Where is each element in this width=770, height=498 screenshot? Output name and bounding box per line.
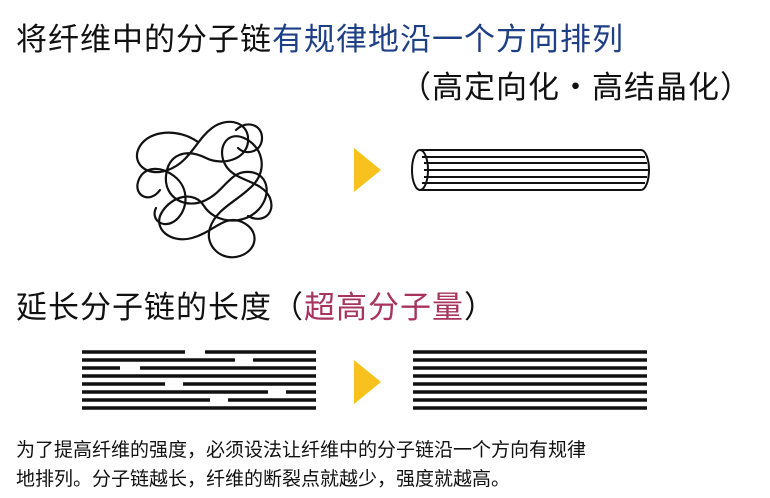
heading-orientation-highlight: 有规律地沿一个方向排列 bbox=[272, 22, 624, 58]
long-chains-icon bbox=[413, 350, 647, 410]
heading-chain-length-close: ） bbox=[464, 290, 496, 326]
caption: 为了提高纤维的强度，必须设法让纤维中的分子链沿一个方向有规律 地排列。分子链越长… bbox=[16, 436, 756, 494]
short-chains-icon bbox=[82, 350, 316, 410]
caption-line-1: 为了提高纤维的强度，必须设法让纤维中的分子链沿一个方向有规律 bbox=[16, 439, 587, 461]
caption-line-2: 地排列。分子链越长，纤维的断裂点就越少，强度就越高。 bbox=[16, 468, 511, 490]
oriented-fiber-icon bbox=[411, 149, 650, 191]
heading-orientation-plain: 将纤维中的分子链 bbox=[16, 22, 272, 58]
arrow-icon bbox=[354, 360, 381, 404]
heading-orientation-sub: （高定向化・高结晶化） bbox=[400, 70, 752, 106]
arrow-icon bbox=[354, 148, 381, 192]
heading-chain-length-highlight: 超高分子量 bbox=[304, 290, 464, 326]
heading-orientation: 将纤维中的分子链有规律地沿一个方向排列 bbox=[16, 14, 624, 59]
tangled-chain-icon bbox=[135, 120, 273, 259]
heading-chain-length-plain: 延长分子链的长度（ bbox=[16, 290, 304, 326]
heading-chain-length: 延长分子链的长度（超高分子量） bbox=[16, 282, 496, 327]
